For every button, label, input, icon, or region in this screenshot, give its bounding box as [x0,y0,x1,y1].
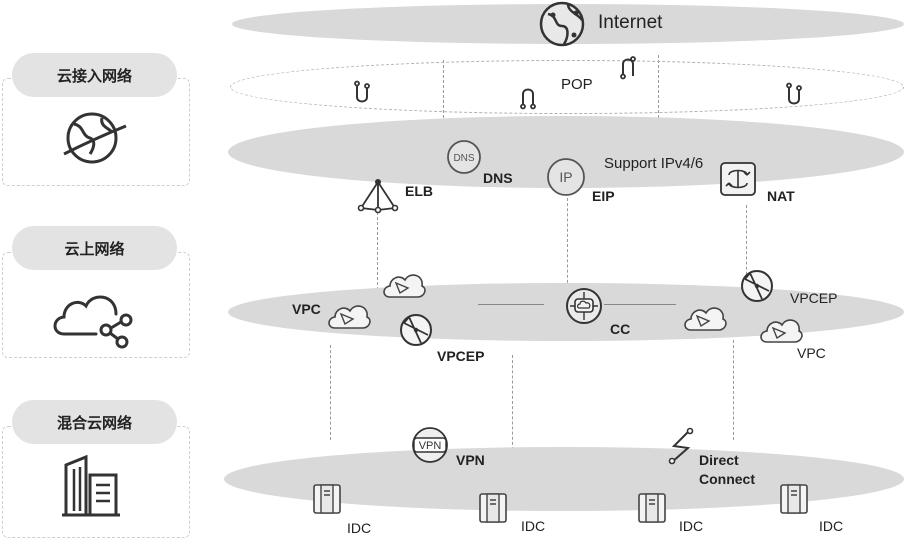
vpcep-icon [741,270,773,302]
elb-label: ELB [405,183,433,199]
hybrid-network-panel [2,426,190,538]
internet-label: Internet [598,12,663,33]
vpc-cloud-icon [684,307,727,331]
direct-connect-label-line2: Connect [699,471,755,487]
access-network-pill: 云接入网络 [12,53,177,97]
eip-icon: IP [547,158,585,196]
vpn-icon: VPN [412,427,448,463]
connector-line [746,205,747,285]
globe-orbit-icon [63,112,127,164]
vpc-cloud-icon [328,305,371,329]
direct-connect-label-line1: Direct [699,452,739,468]
eip-label: EIP [592,188,615,204]
idc-label: IDC [819,518,844,534]
vpn-icon-text: VPN [419,440,442,452]
hybrid-network-label: 混合云网络 [56,414,132,432]
internet-globe-icon [539,1,585,47]
cc-link-left [478,304,544,305]
vpcep-left-label: VPCEP [437,348,485,364]
cloud-network-pill: 云上网络 [12,226,177,270]
vpc-cloud-icon [760,319,803,343]
vpc-cloud-icon [383,274,426,298]
idc-server-icon [313,484,341,514]
direct-connect-icon [668,427,694,465]
connector-line [567,198,568,288]
cc-label: CC [610,321,631,337]
dns-icon-text: DNS [453,153,474,164]
pop-layer [230,60,904,114]
hybrid-network-pill: 混合云网络 [12,400,177,444]
pop-node-icon [354,80,370,103]
connector-line [733,340,734,440]
idc-server-icon [479,493,507,523]
cc-link-right [604,304,676,305]
vpc-left-label: VPC [292,301,321,317]
nat-icon [720,162,756,196]
cc-icon [566,288,602,324]
buildings-icon [62,454,120,517]
pop-node-icon [786,82,802,105]
nat-label: NAT [767,188,795,204]
dns-label: DNS [483,170,513,186]
connector-line [512,355,513,450]
pop-label: POP [561,76,593,93]
cloud-network-label: 云上网络 [64,240,125,258]
eip-icon-text: IP [559,169,572,185]
pop-node-icon [620,56,636,80]
dns-icon: DNS [447,140,481,174]
cloud-share-icon [53,295,133,349]
connector-line [330,345,331,440]
idc-label: IDC [347,520,372,536]
connector-line [377,212,378,300]
vpcep-right-label: VPCEP [790,290,838,306]
vpcep-icon [400,314,432,346]
elb-icon [357,179,399,214]
idc-label: IDC [679,518,704,534]
idc-server-icon [638,493,666,523]
idc-server-icon [780,484,808,514]
access-network-label: 云接入网络 [56,67,132,85]
pop-node-icon [520,88,536,110]
vpn-label: VPN [456,452,485,468]
idc-label: IDC [521,518,546,534]
support-ipv-label: Support IPv4/6 [604,155,704,172]
vpc-right-label: VPC [797,345,826,361]
